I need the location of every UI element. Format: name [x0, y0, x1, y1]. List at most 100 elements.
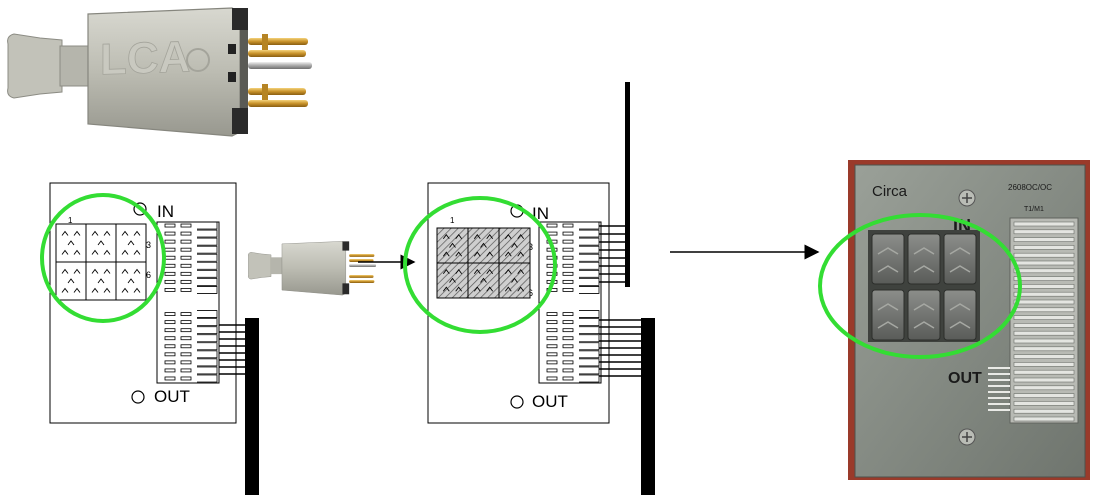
terminal-contact	[579, 374, 600, 383]
socket-pin-icon	[511, 242, 518, 248]
key-icon	[871, 233, 905, 285]
terminal-contact	[579, 326, 600, 335]
terminal-strip	[538, 221, 643, 384]
socket-pin-icon	[67, 240, 75, 246]
terminal-slot	[180, 368, 192, 373]
panel-empty: IN OUT 1 3 6	[49, 182, 247, 424]
socket-pin-icon	[473, 269, 481, 275]
terminal-contact	[197, 229, 218, 238]
socket-pin-icon	[455, 251, 463, 257]
socket-cell-frame	[467, 262, 500, 299]
terminal-slot	[562, 320, 574, 325]
terminal-slot	[1013, 221, 1075, 227]
key-block	[868, 230, 980, 342]
key-face	[871, 289, 905, 341]
highlight-circle-icon	[403, 196, 557, 334]
terminal-slot	[1013, 245, 1075, 250]
terminal-slot	[546, 352, 558, 357]
terminal-slot	[180, 312, 192, 316]
terminal-slot	[1013, 369, 1075, 375]
terminal-slot	[546, 376, 558, 381]
socket-pin-icon	[449, 242, 456, 248]
socket-pin-icon	[133, 268, 141, 274]
socket-pin-icon	[442, 269, 450, 275]
socket-pin-icon	[517, 269, 525, 275]
terminal-slot	[562, 288, 574, 292]
key-ridge	[913, 265, 935, 273]
terminal-slot	[180, 336, 192, 341]
socket-pin-icon	[442, 234, 450, 240]
socket-pin-icon	[133, 287, 141, 293]
terminal-slot	[180, 320, 192, 325]
socket-cell	[436, 227, 469, 264]
terminal-slot	[1013, 276, 1075, 281]
terminal-contact	[579, 366, 600, 375]
socket-cell	[55, 261, 87, 301]
socket-cell	[467, 262, 500, 299]
terminal-contact	[197, 253, 218, 262]
terminal-slot	[562, 247, 574, 252]
socket-cell-frame	[55, 223, 87, 263]
socket-pin-icon	[91, 249, 99, 255]
terminal-slot	[546, 344, 558, 349]
socket-cell	[115, 261, 147, 301]
terminal-slot	[1013, 237, 1075, 242]
terminal-slot	[562, 360, 574, 365]
terminal-slot	[180, 288, 192, 292]
terminal-contact	[197, 334, 218, 343]
key-face	[871, 233, 905, 285]
key-icon	[907, 233, 941, 285]
terminal-slot	[180, 279, 192, 284]
socket-cell	[498, 262, 531, 299]
terminal-slot	[164, 263, 176, 268]
terminal-slot	[180, 239, 192, 244]
socket-pin-icon	[61, 230, 69, 236]
terminal-slot	[562, 255, 574, 260]
socket-grid-filled	[436, 227, 531, 299]
terminal-slot	[164, 320, 176, 325]
socket-pin-icon	[103, 287, 111, 293]
terminal-slot	[1013, 401, 1075, 406]
terminal-slot	[1013, 393, 1075, 398]
socket-cell	[436, 262, 469, 299]
socket-cell	[55, 223, 87, 263]
terminal-slot	[1013, 346, 1075, 352]
terminal-slot	[164, 328, 176, 333]
key-ridge	[949, 321, 971, 329]
terminal-contact	[197, 286, 218, 294]
terminal-slot	[164, 336, 176, 341]
key-icon	[871, 289, 905, 341]
terminal-slot	[164, 271, 176, 276]
terminal-strip	[156, 221, 247, 384]
terminal-contact	[197, 310, 218, 318]
terminal-slot	[1013, 284, 1075, 289]
socket-grid	[55, 223, 147, 301]
terminal-slot	[180, 255, 192, 260]
terminal-slot	[180, 352, 192, 357]
terminal-slot	[1013, 307, 1075, 313]
terminal-slot	[562, 312, 574, 316]
socket-pin-icon	[121, 287, 129, 293]
terminal-contact	[197, 237, 218, 246]
socket-pin-icon	[449, 277, 456, 283]
out-indicator-icon	[510, 395, 524, 409]
socket-pin-icon	[133, 230, 141, 236]
out-indicator-icon	[131, 390, 145, 404]
in-label: IN	[157, 202, 174, 221]
terminal-slot	[546, 328, 558, 333]
row-label-1: 1	[68, 216, 73, 225]
terminal-contact	[579, 318, 600, 327]
terminal-slot	[546, 223, 558, 228]
terminal-slot	[562, 279, 574, 284]
socket-cell-frame	[436, 227, 469, 264]
out-label: OUT	[532, 392, 568, 411]
key-face	[943, 233, 977, 285]
terminal-slot	[562, 344, 574, 349]
terminal-slot	[180, 263, 192, 268]
key-ridge	[877, 265, 899, 273]
terminal-contact	[579, 310, 600, 318]
socket-pin-icon	[133, 249, 141, 255]
socket-pin-icon	[504, 269, 512, 275]
terminal-slot	[562, 239, 574, 244]
